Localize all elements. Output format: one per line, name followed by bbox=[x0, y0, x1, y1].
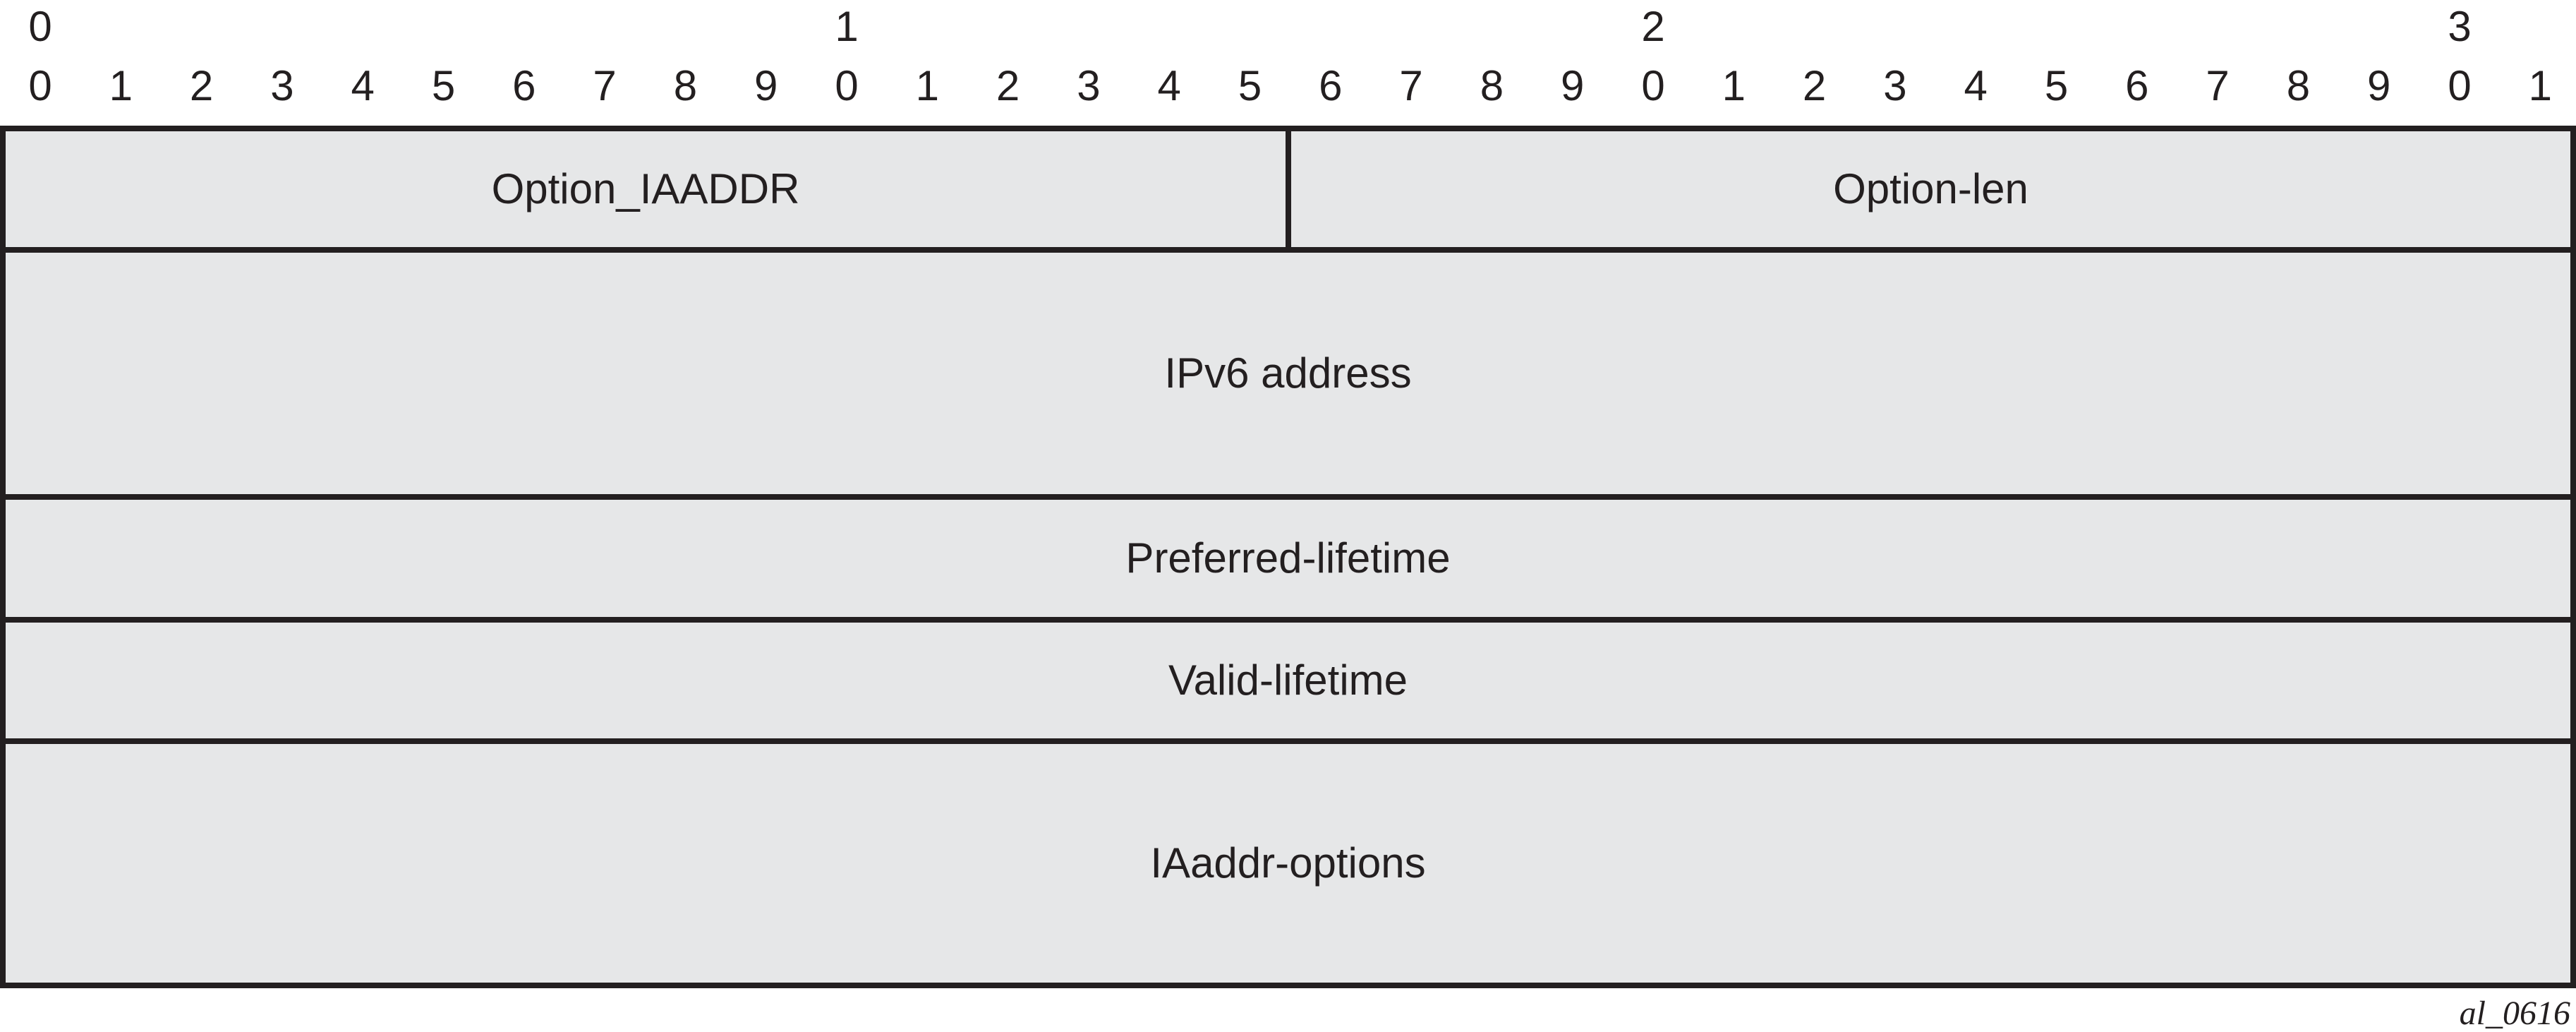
field-iaaddr-options-label: IAaddr-options bbox=[1150, 839, 1426, 887]
bit-ruler-ones-label: 2 bbox=[189, 62, 214, 109]
field-preferred-lifetime: Preferred-lifetime bbox=[0, 494, 2576, 623]
field-preferred-lifetime-label: Preferred-lifetime bbox=[1125, 534, 1451, 582]
field-iaaddr-options: IAaddr-options bbox=[0, 738, 2576, 988]
bit-ruler-ones-label: 5 bbox=[2044, 62, 2069, 109]
bit-ruler-ones-label: 1 bbox=[109, 62, 133, 109]
bit-ruler-ones-label: 6 bbox=[2125, 62, 2149, 109]
bit-ruler-ones-label: 8 bbox=[673, 62, 698, 109]
bit-ruler-ones-label: 1 bbox=[1722, 62, 1746, 109]
bit-ruler-ones-label: 4 bbox=[351, 62, 375, 109]
bit-ruler-ones-label: 2 bbox=[1802, 62, 1827, 109]
field-option-len-label: Option-len bbox=[1833, 165, 2028, 212]
bit-ruler-ones-label: 7 bbox=[1399, 62, 1423, 109]
bit-ruler-ones-label: 2 bbox=[996, 62, 1020, 109]
bit-ruler-ones-label: 3 bbox=[1077, 62, 1101, 109]
bit-ruler-ones-label: 3 bbox=[1883, 62, 1907, 109]
bit-ruler-ones-label: 0 bbox=[1641, 62, 1665, 109]
field-option-iaaddr: Option_IAADDR bbox=[0, 126, 1291, 253]
bit-ruler-ones-label: 7 bbox=[2206, 62, 2230, 109]
field-valid-lifetime-label: Valid-lifetime bbox=[1168, 656, 1408, 704]
bit-ruler-ones-label: 0 bbox=[835, 62, 859, 109]
bit-ruler-ones-label: 9 bbox=[754, 62, 778, 109]
bit-ruler-tens-label: 1 bbox=[835, 3, 859, 50]
bit-ruler-ones-label: 0 bbox=[2448, 62, 2472, 109]
bit-ruler-ones-label: 4 bbox=[1964, 62, 1988, 109]
bit-ruler-ones-label: 8 bbox=[1480, 62, 1504, 109]
field-ipv6-address-label: IPv6 address bbox=[1164, 349, 1412, 397]
field-valid-lifetime: Valid-lifetime bbox=[0, 617, 2576, 744]
bit-ruler-ones-label: 1 bbox=[2528, 62, 2552, 109]
bit-ruler-ones-label: 9 bbox=[1561, 62, 1585, 109]
bit-ruler-ones-label: 1 bbox=[915, 62, 939, 109]
bit-ruler-ones-label: 7 bbox=[593, 62, 617, 109]
bit-ruler-ones-label: 4 bbox=[1157, 62, 1181, 109]
field-option-iaaddr-label: Option_IAADDR bbox=[491, 165, 800, 212]
field-ipv6-address: IPv6 address bbox=[0, 247, 2576, 500]
bit-ruler-ones-label: 6 bbox=[512, 62, 536, 109]
bit-ruler-tens-label: 2 bbox=[1641, 3, 1665, 50]
bit-ruler-ones-label: 6 bbox=[1319, 62, 1343, 109]
bit-ruler-ones-label: 0 bbox=[28, 62, 52, 109]
field-option-len: Option-len bbox=[1286, 126, 2576, 253]
bit-ruler-ones-label: 3 bbox=[270, 62, 294, 109]
bit-ruler-ones-label: 9 bbox=[2367, 62, 2391, 109]
bit-ruler-tens-label: 3 bbox=[2448, 3, 2472, 50]
bit-ruler-ones-label: 8 bbox=[2286, 62, 2311, 109]
bit-ruler-tens-label: 0 bbox=[28, 3, 52, 50]
bit-ruler-ones-label: 5 bbox=[1238, 62, 1262, 109]
figure-id: al_0616 bbox=[2459, 995, 2570, 1032]
bit-ruler-ones-label: 5 bbox=[431, 62, 456, 109]
